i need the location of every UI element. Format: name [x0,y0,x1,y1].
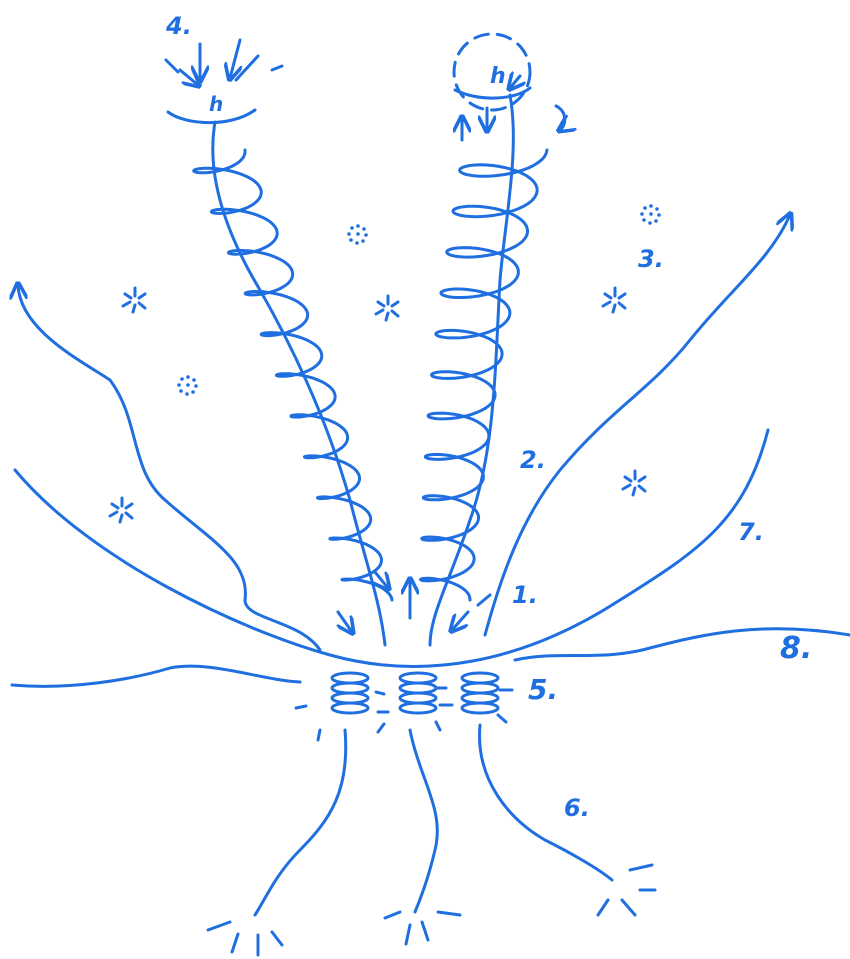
left-column-helix [194,150,392,600]
spark-mark [110,512,117,516]
spark-mark [392,311,398,316]
spark-mark [619,303,625,308]
spark-mark [619,294,625,298]
label-2: 2. [520,448,546,472]
right-source-glyph: h [490,66,506,88]
label-6: 6. [564,796,590,820]
dot-cluster [649,204,653,208]
spark-mark [639,477,645,481]
right-column-spine [430,95,513,645]
spark-mark [603,302,610,306]
dot-cluster [654,219,658,223]
right-outer-line [485,215,790,635]
spark-mark [126,504,132,508]
dot-cluster [642,218,646,222]
base-coils [332,673,498,713]
dot-cluster [640,212,644,216]
label-7: 7. [738,520,764,544]
horizon-line-left [12,666,300,686]
dot-cluster [185,392,189,396]
spark-mark [378,302,384,306]
dot-cluster [194,384,198,388]
spark-mark [125,294,131,298]
ground-arc-line [15,430,768,666]
spark-mark [133,305,135,312]
spark-mark [639,486,645,491]
root-left [255,730,346,915]
dot-cluster [186,383,190,387]
dot-cluster [361,239,365,243]
left-wavy-line [18,285,320,650]
spark-mark [386,313,388,320]
dot-cluster [648,221,652,225]
spark-mark [123,302,130,306]
left-helix-coil [194,150,392,600]
spark-mark [625,477,631,481]
dot-cluster [177,383,181,387]
dot-cluster [180,377,184,381]
particle-marks [110,204,661,522]
spark-mark [392,302,398,306]
spark-mark [139,303,145,308]
left-source-glyph: h [209,94,223,114]
dot-cluster [186,375,190,379]
spark-mark [120,515,122,522]
spark-mark [139,294,145,298]
dot-cluster [657,213,661,217]
spark-mark [633,488,635,495]
label-4: 4. [166,14,192,38]
dot-cluster [655,207,659,211]
label-5: 5. [528,676,558,704]
spark-mark [126,513,132,518]
right-helix-coil [421,150,548,600]
spark-mark [376,310,383,314]
dot-cluster [643,206,647,210]
coil-2-loop [400,703,436,713]
dot-cluster [649,212,653,216]
spark-mark [605,294,611,298]
left-source-rays [166,40,282,85]
dot-cluster [192,378,196,382]
right-source-cup [455,88,530,98]
label-1: 1. [512,583,538,607]
spark-mark [623,485,630,489]
dot-cluster [362,227,366,231]
root-right [480,725,612,880]
label-3: 3. [638,247,664,271]
dot-cluster [356,224,360,228]
dot-cluster [191,390,195,394]
coil-3-loop [462,703,498,713]
root-middle [410,730,437,912]
coil-1-loop [332,703,368,713]
right-column-helix [421,150,548,600]
dot-cluster [347,232,351,236]
spark-mark [613,305,615,312]
label-8: 8. [780,634,812,664]
dot-cluster [356,232,360,236]
dot-cluster [364,233,368,237]
dot-cluster [179,389,183,393]
spark-mark [112,504,118,508]
dot-cluster [355,241,359,245]
dot-cluster [349,238,353,242]
dot-cluster [350,226,354,230]
